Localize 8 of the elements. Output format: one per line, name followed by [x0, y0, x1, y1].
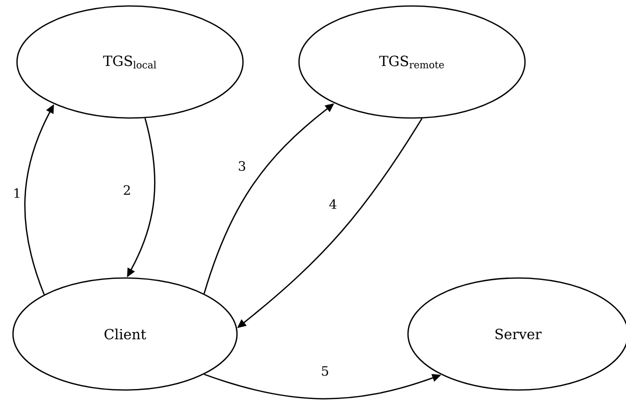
edge-label: 1	[12, 187, 22, 199]
edge-label: 2	[122, 184, 132, 196]
edge-label: 4	[328, 198, 338, 210]
ellipse-node: Client	[12, 277, 238, 391]
ellipse-node: TGS$_{local}$	[16, 5, 244, 119]
edge-label: 5	[320, 365, 330, 377]
ellipse-node: TGS$_{remote}$	[298, 5, 526, 119]
edge-label: 3	[236, 160, 248, 172]
